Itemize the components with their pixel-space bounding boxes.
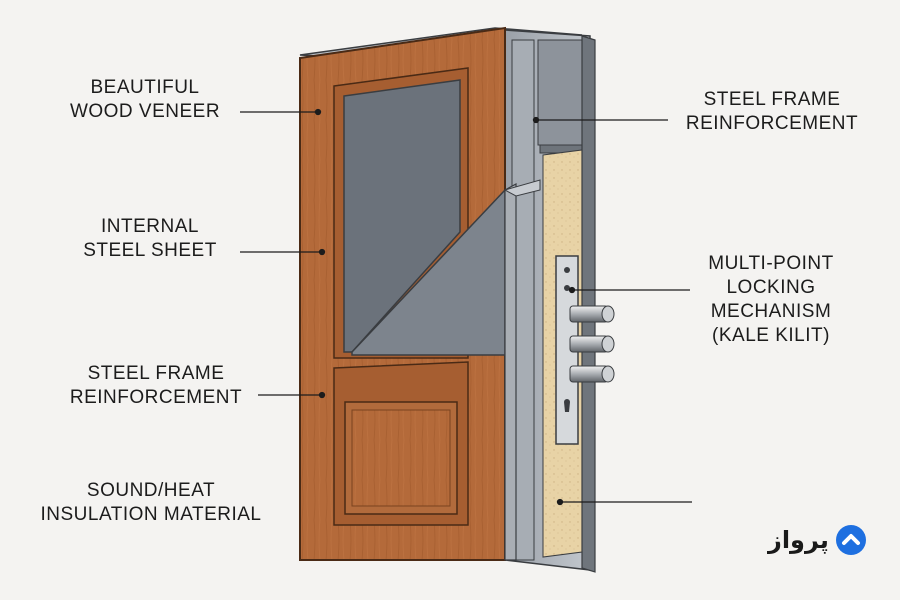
internal-steel-sheet [351, 179, 541, 561]
label-insulation: SOUND/HEAT INSULATION MATERIAL [40, 480, 262, 525]
label-wood-veneer: BEAUTIFUL WOOD VENEER [69, 77, 221, 122]
label-steel-frame-right: STEEL FRAME REINFORCEMENT [685, 89, 859, 134]
lock-bolt [569, 335, 615, 353]
lock-mechanism [555, 255, 615, 445]
label-steel-frame-left: STEEL FRAME REINFORCEMENT [69, 363, 243, 408]
lock-bolt [569, 305, 615, 323]
lock-bolt [569, 365, 615, 383]
brand-logo: پرواز [768, 524, 867, 556]
label-locking-mechanism: MULTI-POINT LOCKING MECHANISM (KALE KILI… [708, 253, 834, 346]
chevron-up-icon [835, 525, 866, 555]
leader-lines [240, 108, 692, 506]
brand-logo-text: پرواز [768, 526, 829, 554]
label-internal-steel-sheet: INTERNAL STEEL SHEET [83, 216, 217, 261]
